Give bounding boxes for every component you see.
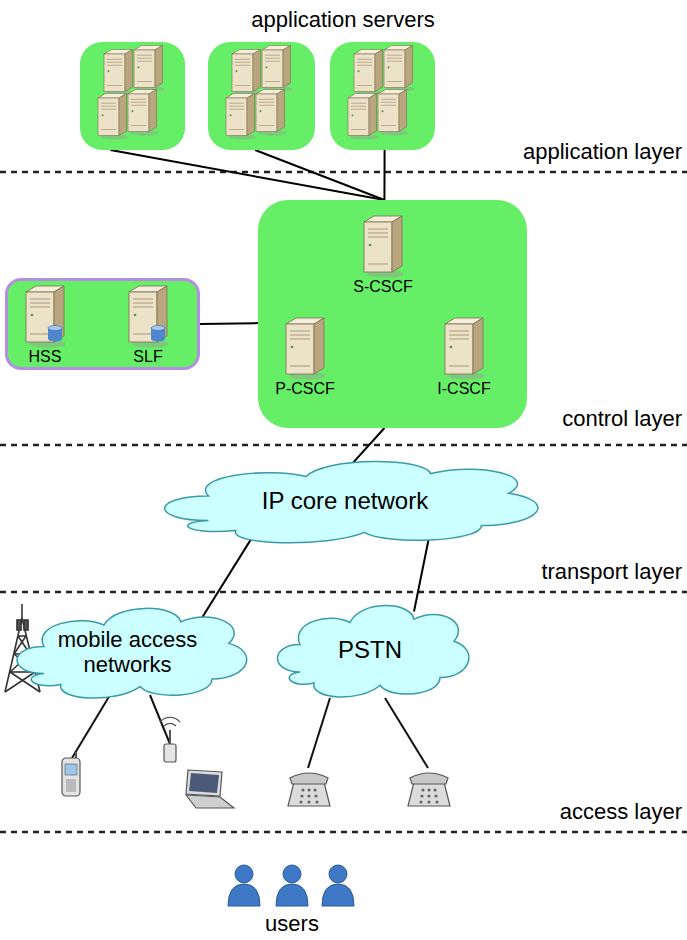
server-name: P-CSCF xyxy=(275,380,335,398)
group-heading: application servers xyxy=(251,8,434,32)
server-icon xyxy=(354,50,385,96)
cloud-shape xyxy=(278,606,469,697)
server-icon xyxy=(445,318,484,380)
desk-phone xyxy=(408,773,450,806)
connector-line xyxy=(110,150,384,200)
server-icon xyxy=(363,214,403,278)
network-name: mobile access networks xyxy=(38,627,218,678)
server-icon xyxy=(129,286,168,348)
server-node: I-CSCF xyxy=(437,316,490,398)
connector-line xyxy=(255,150,384,200)
mobile-phone xyxy=(62,752,80,796)
network-cloud: IP core network xyxy=(150,452,540,550)
server-name: SLF xyxy=(128,348,168,366)
server-icon xyxy=(384,46,415,92)
network-name: PSTN xyxy=(338,636,402,664)
server-icon xyxy=(226,94,257,140)
server-icon xyxy=(25,284,65,348)
server-icon xyxy=(104,50,135,96)
server-icon xyxy=(98,94,129,140)
layer-label: control layer xyxy=(562,407,682,431)
server-group-box xyxy=(80,42,185,150)
cloud-shape xyxy=(165,461,538,542)
users-caption: users xyxy=(265,912,319,936)
cloud-shape xyxy=(17,608,247,698)
layer-label: transport layer xyxy=(541,560,682,584)
network-name: IP core network xyxy=(262,487,428,515)
server-icon xyxy=(232,50,263,96)
layer-divider xyxy=(0,172,687,832)
device-wire xyxy=(72,695,428,768)
server-icon xyxy=(26,286,65,348)
server-icon xyxy=(285,316,325,380)
laptop xyxy=(186,770,234,808)
server-icon xyxy=(378,90,409,136)
network-cloud: PSTN xyxy=(270,595,470,705)
layer-label: access layer xyxy=(560,800,682,824)
server-icon xyxy=(128,284,168,348)
server-name: S-CSCF xyxy=(353,278,413,296)
desk-phone xyxy=(288,773,330,806)
layer-label: application layer xyxy=(523,140,682,164)
server-icon xyxy=(256,90,287,136)
control-box: S-CSCF P-CSCF I-CSCF xyxy=(258,200,527,428)
wireless-router xyxy=(160,717,180,762)
server-name: I-CSCF xyxy=(437,380,490,398)
database-server: SLF xyxy=(128,284,168,366)
connector-line xyxy=(200,322,258,325)
database-server: HSS xyxy=(25,284,65,366)
connector-line xyxy=(200,532,256,621)
server-icon xyxy=(286,318,325,380)
server-node: S-CSCF xyxy=(353,214,413,296)
server-icon xyxy=(128,90,159,136)
server-node: P-CSCF xyxy=(275,316,335,398)
server-icon xyxy=(348,94,379,140)
server-group-box xyxy=(208,42,315,150)
server-stack-icon xyxy=(208,42,315,150)
database-group-box: HSS SLF xyxy=(5,278,200,370)
server-name: HSS xyxy=(25,348,65,366)
server-icon xyxy=(134,46,165,92)
server-icon xyxy=(364,216,403,278)
server-stack-icon xyxy=(80,42,185,150)
connector-line xyxy=(383,150,385,200)
server-stack-icon xyxy=(330,42,435,150)
server-icon xyxy=(262,46,293,92)
network-cloud: mobile access networks xyxy=(8,598,248,706)
user-figure xyxy=(228,865,354,906)
server-group-box xyxy=(330,42,435,150)
server-icon xyxy=(444,316,484,380)
